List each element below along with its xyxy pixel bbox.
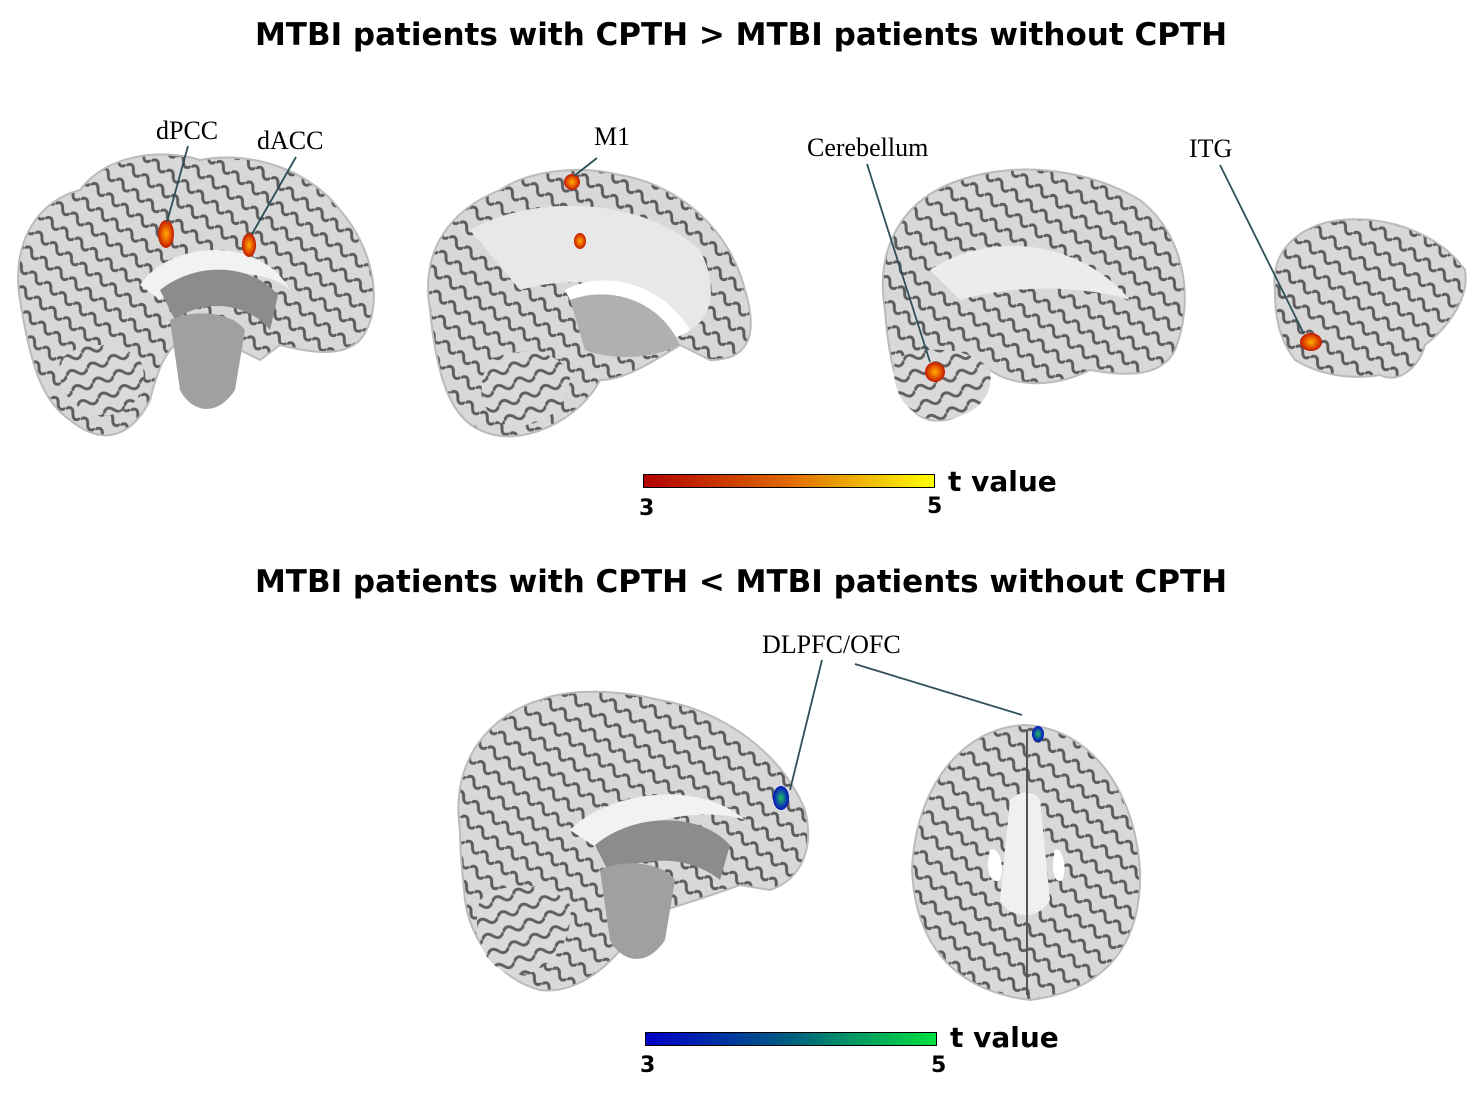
leader-lines-bottom	[789, 659, 1023, 791]
region-label-m1: M1	[594, 122, 631, 151]
brain-slice-sagittal-3	[881, 168, 1186, 422]
colorbar-hot-title: t value	[948, 465, 1057, 498]
colorbar-cool-title: t value	[950, 1021, 1059, 1054]
region-label-dacc: dACC	[257, 126, 324, 155]
brain-slice-sagittal-4	[1273, 218, 1467, 379]
colorbar-cool-min-label: 3	[640, 1053, 656, 1078]
blob-m1	[564, 174, 580, 190]
blob-cerebellum	[925, 362, 945, 382]
region-label-dpcc: dPCC	[156, 116, 219, 145]
colorbar-cool	[645, 1032, 937, 1046]
region-label-itg: ITG	[1189, 134, 1233, 163]
blob-dlpfc-axial	[1032, 726, 1044, 742]
blob-m1-second	[574, 233, 586, 249]
blob-dlpfc-sagittal	[773, 786, 789, 810]
region-label-cerebellum: Cerebellum	[807, 133, 929, 162]
panel-title-bottom: MTBI patients with CPTH < MTBI patients …	[254, 564, 1228, 600]
region-label-dlpfc-ofc: DLPFC/OFC	[762, 630, 901, 659]
colorbar-hot-min-label: 3	[639, 496, 655, 521]
blob-dacc	[242, 233, 256, 257]
colorbar-hot-max-label: 5	[927, 494, 943, 519]
leader-lines-top	[166, 145, 1305, 363]
brain-slice-sagittal-5	[457, 690, 810, 992]
blob-itg	[1300, 333, 1322, 351]
brain-slice-sagittal-2	[427, 169, 752, 438]
blob-dpcc	[158, 220, 174, 248]
colorbar-cool-max-label: 5	[931, 1053, 947, 1078]
brain-slice-sagittal-1	[17, 153, 375, 437]
panel-title-top: MTBI patients with CPTH > MTBI patients …	[254, 17, 1228, 53]
brain-slice-axial	[910, 723, 1142, 1002]
colorbar-hot	[643, 474, 935, 488]
